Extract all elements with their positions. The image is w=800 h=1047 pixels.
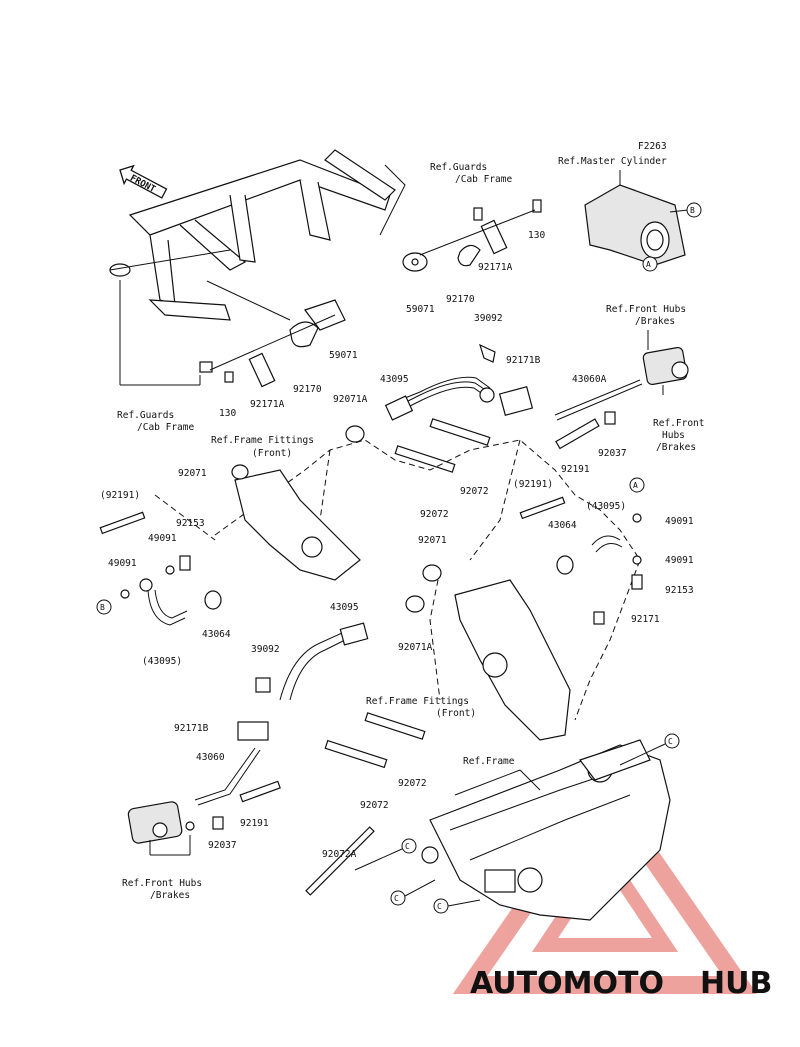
ref-front-hubs-lower-1: Ref.Front Hubs (122, 878, 202, 889)
callout-b-master: B (686, 202, 702, 218)
front-arrow-icon: FRONT (119, 164, 168, 199)
master-cylinder-drawing (584, 170, 689, 266)
ref-guards-top-2: /Cab Frame (455, 174, 512, 185)
part-label: 43064 (202, 629, 231, 640)
cab-frame-drawing (109, 149, 406, 386)
lower-cable-ties (305, 712, 426, 896)
part-label: 92170 (293, 384, 322, 395)
svg-text:C: C (668, 737, 673, 746)
part-label: 49091 (665, 555, 694, 566)
part-label: 59071 (329, 350, 358, 361)
part-label: 92191 (240, 818, 269, 829)
svg-text:C: C (437, 902, 442, 911)
callout-c-4: C (433, 898, 481, 914)
main-frame-drawing (421, 739, 671, 921)
left-lower-hose-group (99, 511, 222, 626)
part-label: 92072 (398, 778, 427, 789)
svg-text:B: B (100, 603, 105, 612)
figure-code: F2263 (638, 141, 667, 152)
part-label: 49091 (108, 558, 137, 569)
right-caliper-drawing (554, 330, 689, 421)
part-label: 92171A (478, 262, 513, 273)
part-label: (92191) (513, 479, 553, 490)
part-label: (92191) (100, 490, 140, 501)
callout-c-3: C (390, 879, 436, 906)
part-label: 92153 (176, 518, 205, 529)
svg-text:A: A (646, 260, 651, 269)
part-label: 92071 (178, 468, 207, 479)
ref-front-hubs-right-2: Hubs (662, 430, 685, 441)
part-label: 92072A (322, 849, 357, 860)
part-label: 92153 (665, 585, 694, 596)
callout-c-1: C (619, 733, 680, 766)
part-label: 43064 (548, 520, 577, 531)
part-label: 92171A (250, 399, 285, 410)
part-label: 92037 (208, 840, 237, 851)
ref-guards-top-1: Ref.Guards (430, 162, 487, 173)
part-label: 43095 (330, 602, 359, 613)
watermark-part2: HUB (700, 966, 772, 1001)
watermark-text: AUTOMOTO HUB (470, 966, 772, 1001)
upper-bracket-92171B (479, 343, 534, 416)
part-label: 49091 (148, 533, 177, 544)
left-frame-fitting-drawing (231, 464, 361, 581)
ref-guards-left-2: /Cab Frame (137, 422, 194, 433)
callout-b-left: B (96, 599, 112, 615)
part-label: 59071 (406, 304, 435, 315)
watermark-part1: AUTOMOTO (470, 966, 664, 1001)
callout-c-2: C (354, 838, 417, 871)
left-clamp-group (199, 299, 346, 388)
ref-front-hubs-right-1: Ref.Front (653, 418, 704, 429)
ref-frame-fittings-upper-2: (Front) (252, 448, 292, 459)
right-frame-fitting-drawing (405, 564, 571, 741)
upper-clamp-group (402, 199, 542, 272)
part-label: 92171B (174, 723, 209, 734)
part-label: 39092 (474, 313, 503, 324)
ref-front-hubs-lower-2: /Brakes (150, 890, 190, 901)
part-label: 39092 (251, 644, 280, 655)
part-label: 92072 (420, 509, 449, 520)
part-label: 92072 (360, 800, 389, 811)
callout-a-right: A (629, 477, 645, 493)
part-label: 92071A (398, 642, 433, 653)
svg-text:C: C (405, 842, 410, 851)
lower-caliper-drawing (127, 721, 281, 856)
svg-text:C: C (394, 894, 399, 903)
part-label: 92170 (446, 294, 475, 305)
part-label: 43060 (196, 752, 225, 763)
part-label: 130 (219, 408, 236, 419)
ref-master-cylinder: Ref.Master Cylinder (558, 156, 667, 167)
upper-brake-hose (345, 376, 495, 443)
part-label: (43095) (586, 501, 626, 512)
lower-brake-hose (255, 622, 369, 701)
svg-text:A: A (633, 481, 638, 490)
part-label: 92191 (561, 464, 590, 475)
part-label: 43095 (380, 374, 409, 385)
part-label: 92071 (418, 535, 447, 546)
ref-frame-fittings-lower-1: Ref.Frame Fittings (366, 696, 469, 707)
part-number-labels: 130 92171A 92170 59071 130 92171A 92170 … (100, 230, 694, 860)
ref-frame-fittings-upper-1: Ref.Frame Fittings (211, 435, 314, 446)
svg-text:B: B (690, 206, 695, 215)
part-label: 49091 (665, 516, 694, 527)
part-label: 43060A (572, 374, 607, 385)
callout-a-master: A (642, 256, 658, 272)
part-label: 92071A (333, 394, 368, 405)
part-label: 92072 (460, 486, 489, 497)
ref-frame-fittings-lower-2: (Front) (436, 708, 476, 719)
ref-front-hubs-upper-2: /Brakes (635, 316, 675, 327)
right-lower-hose-group (519, 496, 643, 625)
ref-guards-left-1: Ref.Guards (117, 410, 174, 421)
part-label: 130 (528, 230, 545, 241)
part-label: 92037 (598, 448, 627, 459)
ref-front-hubs-upper-1: Ref.Front Hubs (606, 304, 686, 315)
part-label: 92171B (506, 355, 541, 366)
ref-frame: Ref.Frame (463, 756, 515, 767)
ref-front-hubs-right-3: /Brakes (656, 442, 696, 453)
part-label: (43095) (142, 656, 182, 667)
part-label: 92171 (631, 614, 660, 625)
